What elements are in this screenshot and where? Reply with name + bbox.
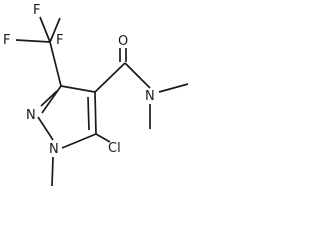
bond-cf3-f-top [39,16,51,43]
chemical-structure: F F F O N N N Cl [3,3,189,187]
bond-c5-c4-double [87,96,90,131]
bond-cf3-c3 [49,41,62,87]
bond-c3-n2-double [40,90,58,107]
bonds [15,16,189,187]
bond-c3-n2 [41,85,62,114]
atom-f-mid: F [56,33,63,48]
atom-n-ring-1: N [49,142,59,157]
atom-labels: F F F O N N N Cl [3,3,155,157]
bond-n1-methyl [51,156,54,187]
bond-c4-c3 [60,85,96,93]
atom-f-left: F [3,33,10,48]
bond-carbonyl-n [124,62,151,89]
bond-c5-cl [95,133,111,143]
bond-n2-n1 [37,116,54,141]
atom-n-ring-2: N [26,108,36,123]
bond-cf3-f-left [15,39,51,43]
bond-n1-c5 [61,133,97,149]
atom-o-carbonyl: O [118,34,128,49]
bond-cf3-f-mid [49,17,61,43]
bond-amide-n-methyl-right [158,83,189,93]
bond-c4-carbonyl [94,62,126,93]
atom-cl: Cl [108,141,121,156]
atom-n-amide: N [145,89,155,104]
atom-f-top: F [33,3,40,18]
bond-c5-c4 [94,91,97,135]
